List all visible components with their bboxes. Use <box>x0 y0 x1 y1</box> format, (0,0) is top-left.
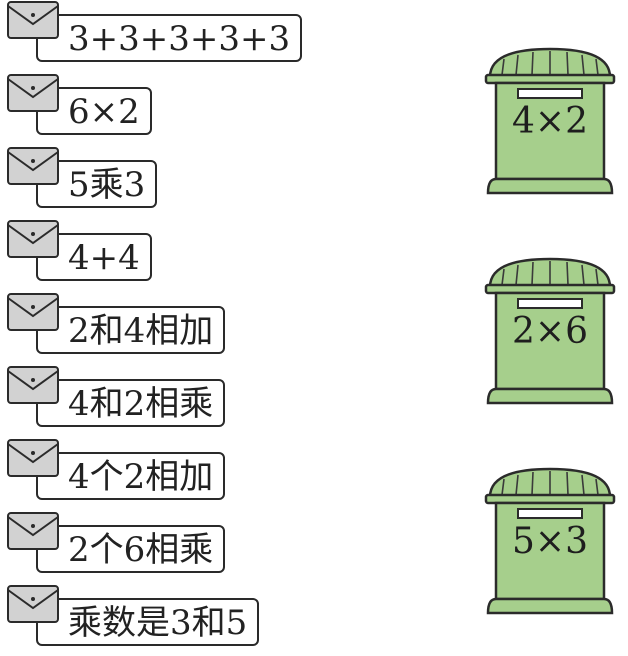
mailbox-icon <box>484 47 616 195</box>
mailbox-label: 5×3 <box>512 521 588 562</box>
letter-card[interactable]: 4个2相加 <box>0 438 340 510</box>
letter-card[interactable]: 4和2相乘 <box>0 365 340 437</box>
envelope-icon <box>7 74 59 112</box>
letter-text: 3+3+3+3+3 <box>36 14 303 62</box>
letter-card[interactable]: 4+4 <box>0 219 340 291</box>
envelope-icon <box>7 293 59 331</box>
envelope-icon <box>7 512 59 550</box>
letter-text: 4和2相乘 <box>36 379 226 427</box>
envelope-icon <box>7 439 59 477</box>
envelope-icon <box>7 220 59 258</box>
mailbox[interactable]: 5×3 <box>480 465 620 615</box>
mailbox-icon <box>484 467 616 615</box>
mailbox-label: 2×6 <box>512 311 588 352</box>
letter-card[interactable]: 乘数是3和5 <box>0 584 340 656</box>
envelope-icon <box>7 147 59 185</box>
letter-card[interactable]: 2个6相乘 <box>0 511 340 583</box>
letter-text: 乘数是3和5 <box>36 598 260 646</box>
letter-card[interactable]: 2和4相加 <box>0 292 340 364</box>
letter-text: 6×2 <box>36 87 152 135</box>
letter-card[interactable]: 3+3+3+3+3 <box>0 0 340 72</box>
letter-text: 5乘3 <box>36 160 158 208</box>
letter-text: 2和4相加 <box>36 306 226 354</box>
letter-text: 2个6相乘 <box>36 525 226 573</box>
envelope-icon <box>7 585 59 623</box>
mailbox[interactable]: 4×2 <box>480 45 620 195</box>
mailbox[interactable]: 2×6 <box>480 255 620 405</box>
envelope-icon <box>7 366 59 404</box>
letter-card[interactable]: 6×2 <box>0 73 340 145</box>
mailbox-label: 4×2 <box>512 101 588 142</box>
envelope-icon <box>7 1 59 39</box>
letter-text: 4个2相加 <box>36 452 226 500</box>
mailbox-icon <box>484 257 616 405</box>
letter-card[interactable]: 5乘3 <box>0 146 340 218</box>
